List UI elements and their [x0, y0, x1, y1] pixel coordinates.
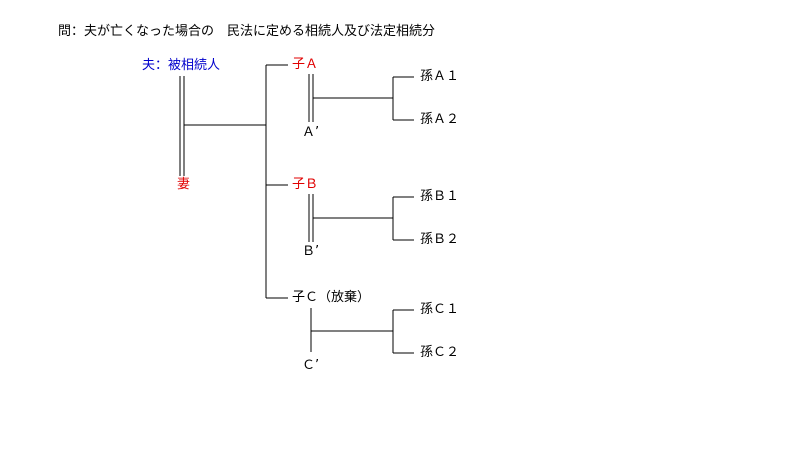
wife-label: 妻 [177, 177, 191, 192]
grandchild-a2-label: 孫Ａ２ [420, 112, 460, 127]
question-title: 問：夫が亡くなった場合の 民法に定める相続人及び法定相続分 [58, 24, 436, 39]
grandchild-b1-label: 孫Ｂ１ [420, 189, 460, 204]
child-b-label: 子Ｂ [292, 177, 319, 192]
grandchild-b2-label: 孫Ｂ２ [420, 232, 460, 247]
grandchild-c1-label: 孫Ｃ１ [420, 302, 460, 317]
grandchild-c2-label: 孫Ｃ２ [420, 345, 460, 360]
grandchild-a1-label: 孫Ａ１ [420, 69, 460, 84]
child-c-spouse-label: Ｃ’ [302, 358, 320, 373]
child-a-spouse-label: Ａ’ [302, 125, 320, 140]
child-a-label: 子Ａ [292, 57, 319, 72]
husband-label: 夫：被相続人 [142, 58, 221, 73]
child-b-spouse-label: Ｂ’ [302, 244, 320, 259]
child-c-label: 子Ｃ（放棄） [292, 290, 371, 305]
